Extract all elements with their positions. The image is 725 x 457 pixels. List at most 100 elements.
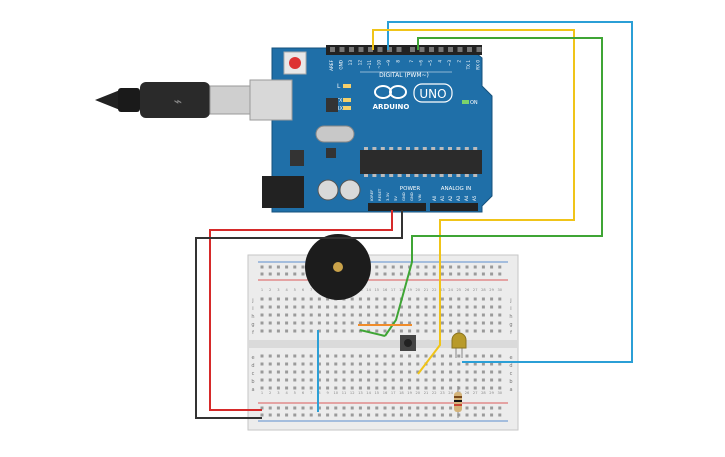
breadboard-hole[interactable] [432, 313, 436, 317]
breadboard-hole[interactable] [449, 265, 453, 269]
breadboard-hole[interactable] [473, 378, 477, 382]
breadboard-hole[interactable] [440, 362, 444, 366]
breadboard-hole[interactable] [416, 321, 420, 325]
breadboard-hole[interactable] [383, 321, 387, 325]
breadboard-hole[interactable] [481, 321, 485, 325]
breadboard-hole[interactable] [490, 354, 494, 358]
breadboard-hole[interactable] [334, 329, 338, 333]
breadboard-hole[interactable] [301, 313, 305, 317]
breadboard-hole[interactable] [293, 370, 297, 374]
breadboard-hole[interactable] [408, 313, 412, 317]
breadboard-hole[interactable] [317, 305, 321, 309]
breadboard-hole[interactable] [391, 265, 395, 269]
breadboard-hole[interactable] [350, 321, 354, 325]
breadboard-hole[interactable] [301, 378, 305, 382]
breadboard-hole[interactable] [449, 386, 453, 390]
breadboard-hole[interactable] [268, 378, 272, 382]
breadboard-hole[interactable] [399, 265, 403, 269]
breadboard-hole[interactable] [309, 329, 313, 333]
breadboard-hole[interactable] [326, 305, 330, 309]
breadboard-hole[interactable] [293, 272, 297, 276]
breadboard-hole[interactable] [432, 305, 436, 309]
breadboard-hole[interactable] [457, 329, 461, 333]
breadboard-hole[interactable] [260, 354, 264, 358]
breadboard-hole[interactable] [276, 370, 280, 374]
breadboard-hole[interactable] [375, 354, 379, 358]
breadboard-hole[interactable] [276, 305, 280, 309]
breadboard-hole[interactable] [317, 321, 321, 325]
breadboard-hole[interactable] [408, 362, 412, 366]
wire-yellow-pin-to-button[interactable] [372, 29, 575, 375]
pushbutton[interactable] [400, 335, 416, 351]
wire-black-gnd[interactable] [195, 210, 403, 419]
breadboard-hole[interactable] [473, 329, 477, 333]
breadboard-hole[interactable] [399, 406, 403, 410]
breadboard-hole[interactable] [350, 305, 354, 309]
breadboard-hole[interactable] [473, 413, 477, 417]
breadboard-hole[interactable] [309, 386, 313, 390]
breadboard-hole[interactable] [358, 313, 362, 317]
digital-pin-8[interactable] [410, 47, 415, 52]
breadboard-hole[interactable] [350, 313, 354, 317]
breadboard-hole[interactable] [301, 265, 305, 269]
breadboard-hole[interactable] [375, 378, 379, 382]
breadboard-hole[interactable] [317, 370, 321, 374]
breadboard-hole[interactable] [490, 329, 494, 333]
reset-button-cap[interactable] [289, 57, 301, 69]
breadboard-hole[interactable] [498, 297, 502, 301]
breadboard-hole[interactable] [367, 386, 371, 390]
breadboard-hole[interactable] [301, 413, 305, 417]
breadboard-hole[interactable] [276, 406, 280, 410]
breadboard-hole[interactable] [440, 305, 444, 309]
breadboard-hole[interactable] [276, 354, 280, 358]
breadboard-hole[interactable] [440, 354, 444, 358]
breadboard-hole[interactable] [276, 329, 280, 333]
breadboard-hole[interactable] [383, 370, 387, 374]
breadboard-hole[interactable] [457, 386, 461, 390]
breadboard-hole[interactable] [334, 362, 338, 366]
breadboard-hole[interactable] [481, 370, 485, 374]
breadboard-hole[interactable] [309, 406, 313, 410]
breadboard-hole[interactable] [309, 313, 313, 317]
breadboard-hole[interactable] [276, 313, 280, 317]
breadboard-hole[interactable] [268, 406, 272, 410]
breadboard-hole[interactable] [383, 265, 387, 269]
breadboard-hole[interactable] [424, 386, 428, 390]
breadboard-hole[interactable] [301, 297, 305, 301]
breadboard-hole[interactable] [408, 370, 412, 374]
breadboard-hole[interactable] [408, 321, 412, 325]
breadboard-hole[interactable] [391, 378, 395, 382]
breadboard-hole[interactable] [276, 265, 280, 269]
breadboard-hole[interactable] [309, 370, 313, 374]
breadboard-hole[interactable] [350, 329, 354, 333]
breadboard-hole[interactable] [260, 362, 264, 366]
breadboard-hole[interactable] [342, 305, 346, 309]
breadboard-hole[interactable] [260, 378, 264, 382]
breadboard-hole[interactable] [326, 313, 330, 317]
breadboard-hole[interactable] [440, 297, 444, 301]
pushbutton-cap[interactable] [404, 339, 412, 347]
breadboard-hole[interactable] [490, 321, 494, 325]
breadboard-hole[interactable] [449, 272, 453, 276]
breadboard-hole[interactable] [449, 305, 453, 309]
breadboard-hole[interactable] [490, 362, 494, 366]
breadboard-hole[interactable] [334, 413, 338, 417]
breadboard-hole[interactable] [326, 297, 330, 301]
breadboard-hole[interactable] [293, 406, 297, 410]
breadboard-hole[interactable] [490, 370, 494, 374]
breadboard-hole[interactable] [465, 406, 469, 410]
breadboard-hole[interactable] [391, 297, 395, 301]
breadboard-hole[interactable] [285, 265, 289, 269]
breadboard-hole[interactable] [408, 329, 412, 333]
breadboard-hole[interactable] [473, 297, 477, 301]
breadboard-hole[interactable] [457, 297, 461, 301]
breadboard-hole[interactable] [424, 378, 428, 382]
breadboard-hole[interactable] [457, 362, 461, 366]
breadboard-hole[interactable] [457, 370, 461, 374]
breadboard-hole[interactable] [375, 313, 379, 317]
breadboard-hole[interactable] [276, 413, 280, 417]
breadboard-hole[interactable] [391, 305, 395, 309]
breadboard-hole[interactable] [416, 362, 420, 366]
breadboard-hole[interactable] [432, 370, 436, 374]
breadboard-hole[interactable] [424, 305, 428, 309]
